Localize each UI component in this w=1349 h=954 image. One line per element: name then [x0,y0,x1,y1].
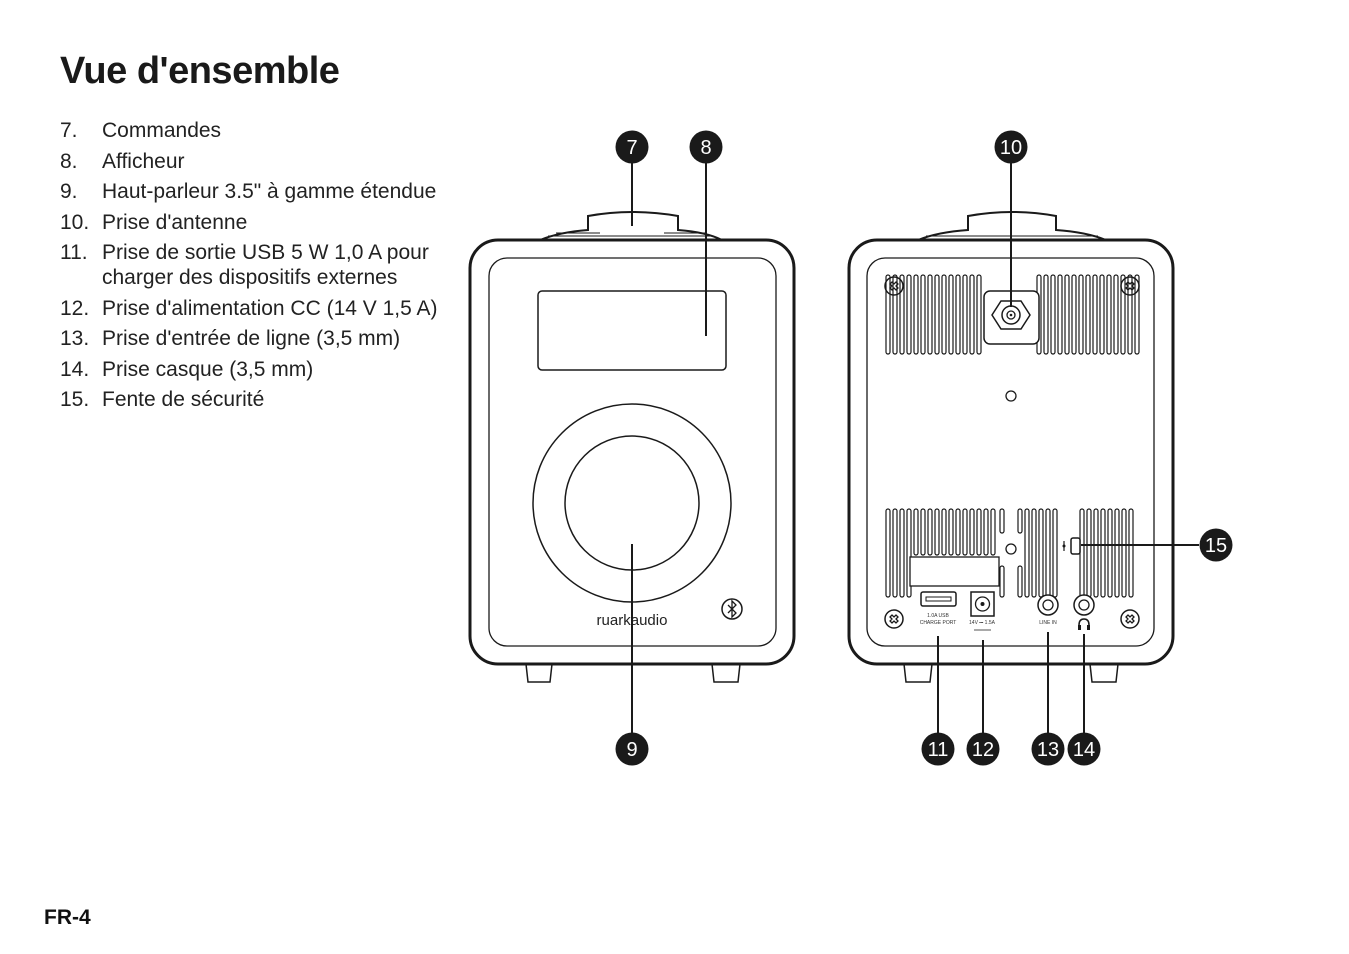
antenna-socket [983,290,1040,345]
legend-number: 7. [60,119,78,142]
svg-text:10: 10 [1000,137,1022,159]
headphone-socket [1073,594,1095,630]
component-legend: 7. Commandes 8. Afficheur 9. Haut-parleur 3… [60,118,470,418]
legend-item: 12. Prise d'alimentation CC (14 V 1,5 A) [60,296,470,321]
usb-label-2: CHARGE PORT [920,620,957,626]
lock-icon [1062,541,1066,551]
svg-text:7: 7 [626,137,637,159]
page-title: Vue d'ensemble [60,50,340,92]
lower-vents [885,508,1134,598]
legend-number: 13. [60,327,90,350]
display-screen [537,290,727,371]
legend-item: 8. Afficheur [60,149,470,174]
legend-text: Prise d'alimentation CC (14 V 1,5 A) [102,296,438,320]
legend-text: Prise d'antenne [102,210,248,234]
legend-text: Fente de sécurité [102,388,265,411]
callout-9: 9 [615,732,649,766]
legend-item: 10. Prise d'antenne [60,210,470,235]
legend-text: Afficheur [102,149,185,173]
svg-text:13: 13 [1037,739,1059,761]
headphones-icon [1078,618,1090,630]
callout-7: 7 [615,130,649,164]
svg-text:11: 11 [928,739,949,761]
legend-item: 13. Prise d'entrée de ligne (3,5 mm) [60,326,470,351]
dc-power-socket: 14V ⎓ 1.5A [969,591,996,631]
usb-port: 1.0A USB CHARGE PORT [920,591,957,626]
legend-item: 15. Fente de sécurité [60,387,470,412]
dc-label: 14V ⎓ 1.5A [969,620,996,626]
page-number: FR-4 [44,906,91,929]
line-in-socket: LINE IN [1037,594,1059,626]
legend-text: Commandes [102,119,222,142]
bluetooth-icon [721,598,743,620]
legend-number: 15. [60,388,90,411]
security-slot [1062,537,1081,555]
leader-lines [631,162,1199,733]
legend-text: Prise casque (3,5 mm) [102,357,314,381]
usb-label-1: 1.0A USB [927,613,949,619]
callout-14: 14 [1067,732,1101,766]
legend-item: 11. Prise de sortie USB 5 W 1,0 A pour ch… [60,240,470,290]
callout-12: 12 [966,732,1000,766]
legend-text: Prise de sortie USB 5 W 1,0 A pour charg… [102,241,429,289]
callout-15: 15 [1199,528,1233,562]
callout-11: 11 [921,732,955,766]
legend-text: Haut-parleur 3.5" à gamme étendue [102,180,437,203]
legend-text: Prise d'entrée de ligne (3,5 mm) [102,327,401,350]
legend-number: 8. [60,149,78,173]
legend-item: 9. Haut-parleur 3.5" à gamme étendue [60,179,470,204]
callout-8: 8 [689,130,723,164]
upper-vents [885,274,1140,355]
legend-number: 12. [60,296,90,320]
svg-text:8: 8 [700,137,711,159]
line-in-label: LINE IN [1039,620,1057,626]
legend-item: 7. Commandes [60,118,470,143]
legend-number: 10. [60,210,90,234]
svg-text:14: 14 [1073,739,1095,761]
legend-number: 11. [60,241,88,264]
callout-13: 13 [1031,732,1065,766]
callout-10: 10 [994,130,1028,164]
svg-text:9: 9 [626,739,637,761]
legend-item: 14. Prise casque (3,5 mm) [60,357,470,382]
svg-text:15: 15 [1205,535,1227,557]
legend-number: 9. [60,180,78,203]
svg-text:12: 12 [972,739,994,761]
legend-number: 14. [60,357,90,381]
